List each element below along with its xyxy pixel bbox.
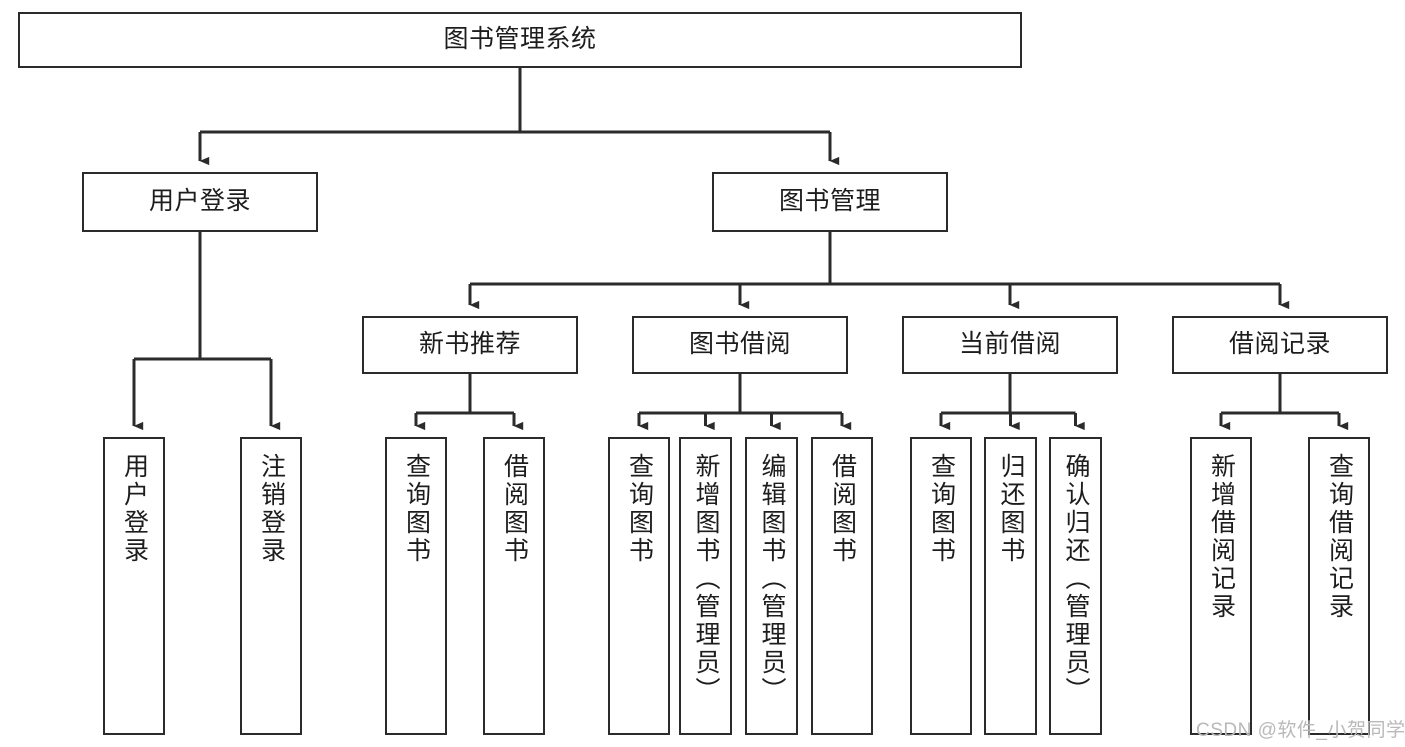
node-label: 注销登录 bbox=[257, 453, 286, 565]
node-label: 新书推荐 bbox=[418, 330, 521, 359]
node-label: 用户登录 bbox=[120, 453, 149, 565]
node-root[interactable]: 图书管理系统 bbox=[18, 12, 1022, 68]
node-leaf6[interactable]: 新增图书（管理员） bbox=[679, 437, 732, 735]
node-leaf8[interactable]: 借阅图书 bbox=[811, 437, 873, 735]
node-newbook[interactable]: 新书推荐 bbox=[362, 316, 578, 374]
node-bookmgmt[interactable]: 图书管理 bbox=[712, 172, 948, 232]
node-leaf3[interactable]: 查询图书 bbox=[385, 437, 447, 735]
node-label: 用户登录 bbox=[148, 187, 251, 216]
node-leaf4[interactable]: 借阅图书 bbox=[483, 437, 545, 735]
node-current[interactable]: 当前借阅 bbox=[902, 316, 1118, 374]
node-leaf5[interactable]: 查询图书 bbox=[608, 437, 670, 735]
node-label: 查询图书 bbox=[402, 453, 431, 565]
node-label: 查询借阅记录 bbox=[1325, 453, 1354, 621]
node-label: 借阅记录 bbox=[1228, 330, 1331, 359]
node-label: 查询图书 bbox=[625, 453, 654, 565]
node-label: 图书管理 bbox=[778, 187, 881, 216]
node-label: 借阅图书 bbox=[500, 453, 529, 565]
node-label: 编辑图书（管理员） bbox=[758, 453, 786, 705]
node-label: 当前借阅 bbox=[958, 330, 1061, 359]
node-leaf11[interactable]: 确认归还（管理员） bbox=[1049, 437, 1102, 735]
node-label: 新增借阅记录 bbox=[1207, 453, 1236, 621]
node-login[interactable]: 用户登录 bbox=[82, 172, 318, 232]
node-label: 图书管理系统 bbox=[443, 25, 597, 54]
node-borrow[interactable]: 图书借阅 bbox=[632, 316, 848, 374]
node-leaf12[interactable]: 新增借阅记录 bbox=[1190, 437, 1252, 735]
node-leaf10[interactable]: 归还图书 bbox=[984, 437, 1037, 735]
node-leaf7[interactable]: 编辑图书（管理员） bbox=[745, 437, 798, 735]
node-label: 确认归还（管理员） bbox=[1062, 453, 1090, 705]
node-label: 归还图书 bbox=[997, 453, 1025, 565]
node-label: 查询图书 bbox=[927, 453, 956, 565]
node-leaf9[interactable]: 查询图书 bbox=[910, 437, 972, 735]
watermark-text: CSDN @软件_小贺同学 bbox=[1196, 720, 1405, 741]
node-records[interactable]: 借阅记录 bbox=[1172, 316, 1388, 374]
node-leaf13[interactable]: 查询借阅记录 bbox=[1308, 437, 1370, 735]
node-label: 图书借阅 bbox=[688, 330, 791, 359]
node-label: 新增图书（管理员） bbox=[692, 453, 720, 705]
node-label: 借阅图书 bbox=[828, 453, 857, 565]
node-leaf1[interactable]: 用户登录 bbox=[103, 437, 165, 735]
node-leaf2[interactable]: 注销登录 bbox=[240, 437, 302, 735]
